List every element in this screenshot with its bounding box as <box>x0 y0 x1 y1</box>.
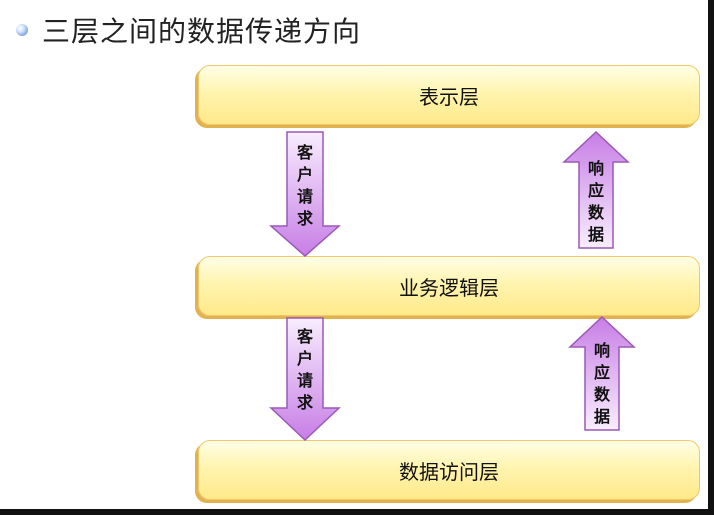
response-label-1: 响应数据 <box>587 159 604 244</box>
request-arrow-down-2 <box>269 317 341 442</box>
response-arrow-up-1 <box>562 130 630 249</box>
layer-data-access: 数据访问层 <box>198 440 700 500</box>
layer-presentation: 表示层 <box>198 65 700 125</box>
slide-title-row: 三层之间的数据传递方向 <box>16 10 361 50</box>
layer-presentation-label: 表示层 <box>419 84 479 109</box>
frame-bottom-edge <box>0 509 714 515</box>
request-label-1: 客户请求 <box>296 143 313 228</box>
layer-business-logic-label: 业务逻辑层 <box>399 275 499 300</box>
bullet-icon <box>16 24 28 36</box>
layer-business-logic: 业务逻辑层 <box>198 256 700 316</box>
frame-right-edge <box>708 0 714 515</box>
request-arrow-down-1 <box>269 131 341 258</box>
response-arrow-up-2 <box>568 315 636 431</box>
layer-data-access-label: 数据访问层 <box>399 459 499 484</box>
response-label-2: 响应数据 <box>593 341 610 426</box>
slide-title: 三层之间的数据传递方向 <box>42 15 362 48</box>
request-label-2: 客户请求 <box>296 327 313 412</box>
